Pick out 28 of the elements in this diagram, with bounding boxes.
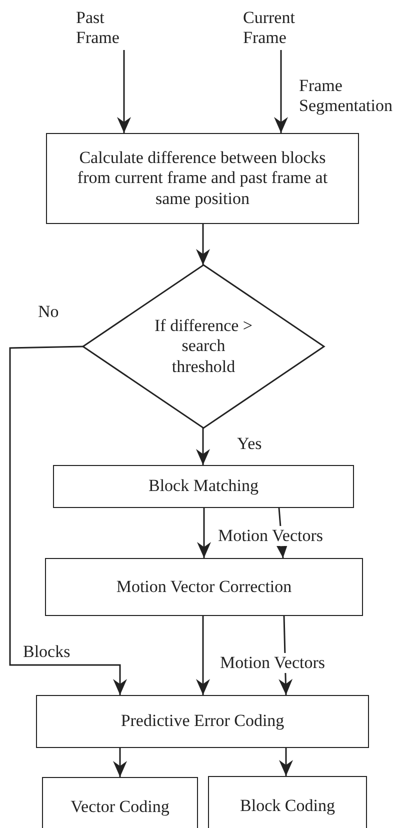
edge-label: Frame Segmentation [298, 76, 394, 117]
arrow [9, 346, 127, 695]
edge-label: Motion Vectors [219, 653, 326, 674]
arrow [196, 224, 210, 265]
process-box [46, 133, 359, 224]
decision-diamond [83, 265, 324, 428]
step-text: Block Matching [148, 476, 258, 497]
arrow [113, 748, 127, 777]
arrow [197, 508, 211, 558]
arrow [196, 428, 210, 465]
decision-text: If difference > search threshold [154, 316, 254, 378]
edge-label: Motion Vectors [217, 526, 324, 546]
step-text: Block Coding [240, 796, 335, 816]
arrow [279, 748, 293, 776]
arrow [274, 50, 288, 133]
arrow [196, 616, 210, 695]
step-text: Predictive Error Coding [120, 711, 284, 732]
step-text: Vector Coding [70, 796, 170, 818]
step-text: Calculate difference between blocks from current frame and past frame at same position [76, 148, 329, 210]
arrow [117, 50, 131, 133]
input-label: Current Frame [243, 8, 296, 48]
process-box [45, 558, 363, 616]
process-box [208, 776, 367, 828]
input-label: Past Frame [76, 8, 120, 48]
process-box [42, 777, 198, 828]
step-text: Motion Vector Correction [116, 576, 292, 598]
process-box [36, 695, 369, 748]
process-box [53, 465, 354, 508]
